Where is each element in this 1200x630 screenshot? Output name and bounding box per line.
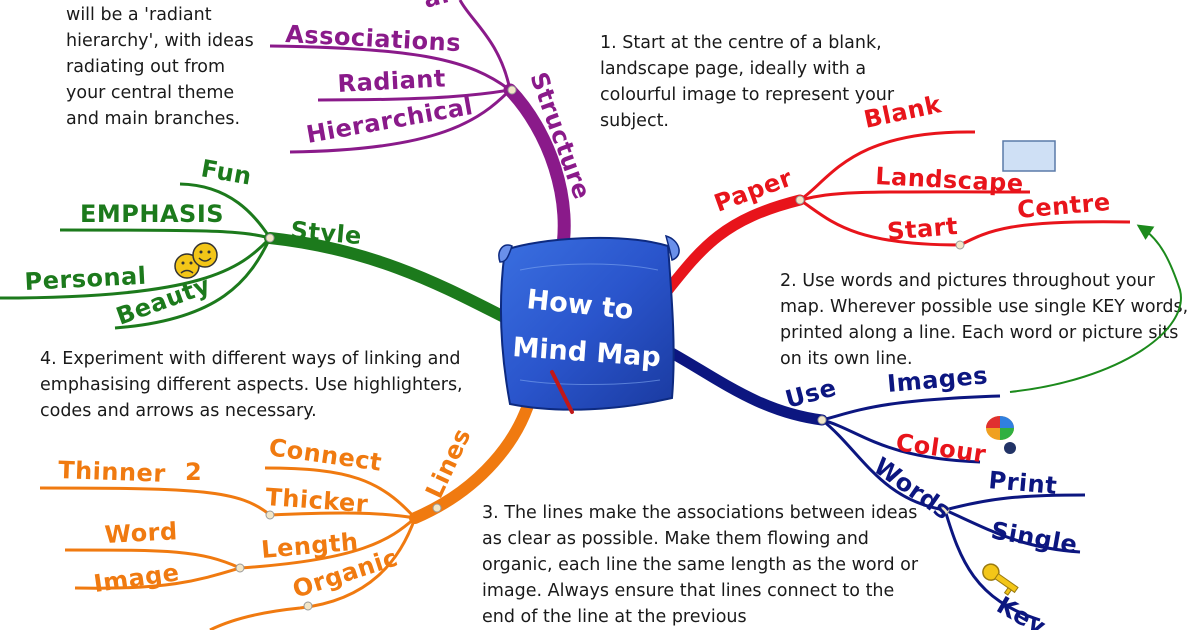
use-sub-print: Print [987,466,1058,500]
style-sub-emphasis: EMPHASIS [80,200,224,228]
branch-paper: Paper Blank Landscape Start Centre [654,90,1131,306]
structure-sub-cut-fragment: ar [420,0,455,14]
key-icon [982,563,1019,596]
lines-sub-image: Image [92,558,181,598]
use-sub-key: Key [992,591,1051,630]
paper-sub-start: Start [886,212,959,246]
use-sub-colour: Colour [894,428,988,468]
paper-sub-blank: Blank [861,90,944,134]
lines-sub-thinner: Thinner [58,456,166,488]
note-step-3: 3. The lines make the associations betwe… [482,503,919,627]
smiley-faces-icon [174,242,218,279]
paper-sub-centre: Centre [1016,188,1112,224]
colour-palette-icon [986,416,1016,454]
central-topic: How to Mind Map [498,234,680,414]
use-sub-words: Words [869,452,957,525]
landscape-page-icon [1002,140,1056,172]
use-label: Use [782,373,839,413]
lines-sub-thicker: Thicker [265,483,370,518]
note-step-2: 2. Use words and pictures throughout you… [780,271,1189,369]
link-arrow [1009,224,1182,393]
structure-sub-radiant: Radiant [337,64,447,98]
note-step-1: 1. Start at the centre of a blank, lands… [600,33,895,131]
pencil-icon [550,370,574,414]
branch-lines: Lines Connect Thinner 2 Thicker Word Len… [39,386,538,630]
structure-sub-associations: Associations [285,20,462,57]
use-sub-images: Images [886,361,989,398]
note-top-left: will be a 'radiant hierarchy', with idea… [66,5,254,129]
use-sub-single: Single [989,516,1080,559]
style-sub-fun: Fun [199,154,254,190]
style-label: Style [289,216,363,250]
lines-sub-thinner-2: 2 [185,458,202,486]
branch-style: Style Fun EMPHASIS Personal Beauty [0,154,516,331]
branch-use: Use Images Colour Words Print Single Key [664,346,1086,630]
note-step-4: 4. Experiment with different ways of lin… [40,349,463,421]
lines-sub-word: Word [104,517,178,549]
style-sub-personal: Personal [24,262,147,296]
